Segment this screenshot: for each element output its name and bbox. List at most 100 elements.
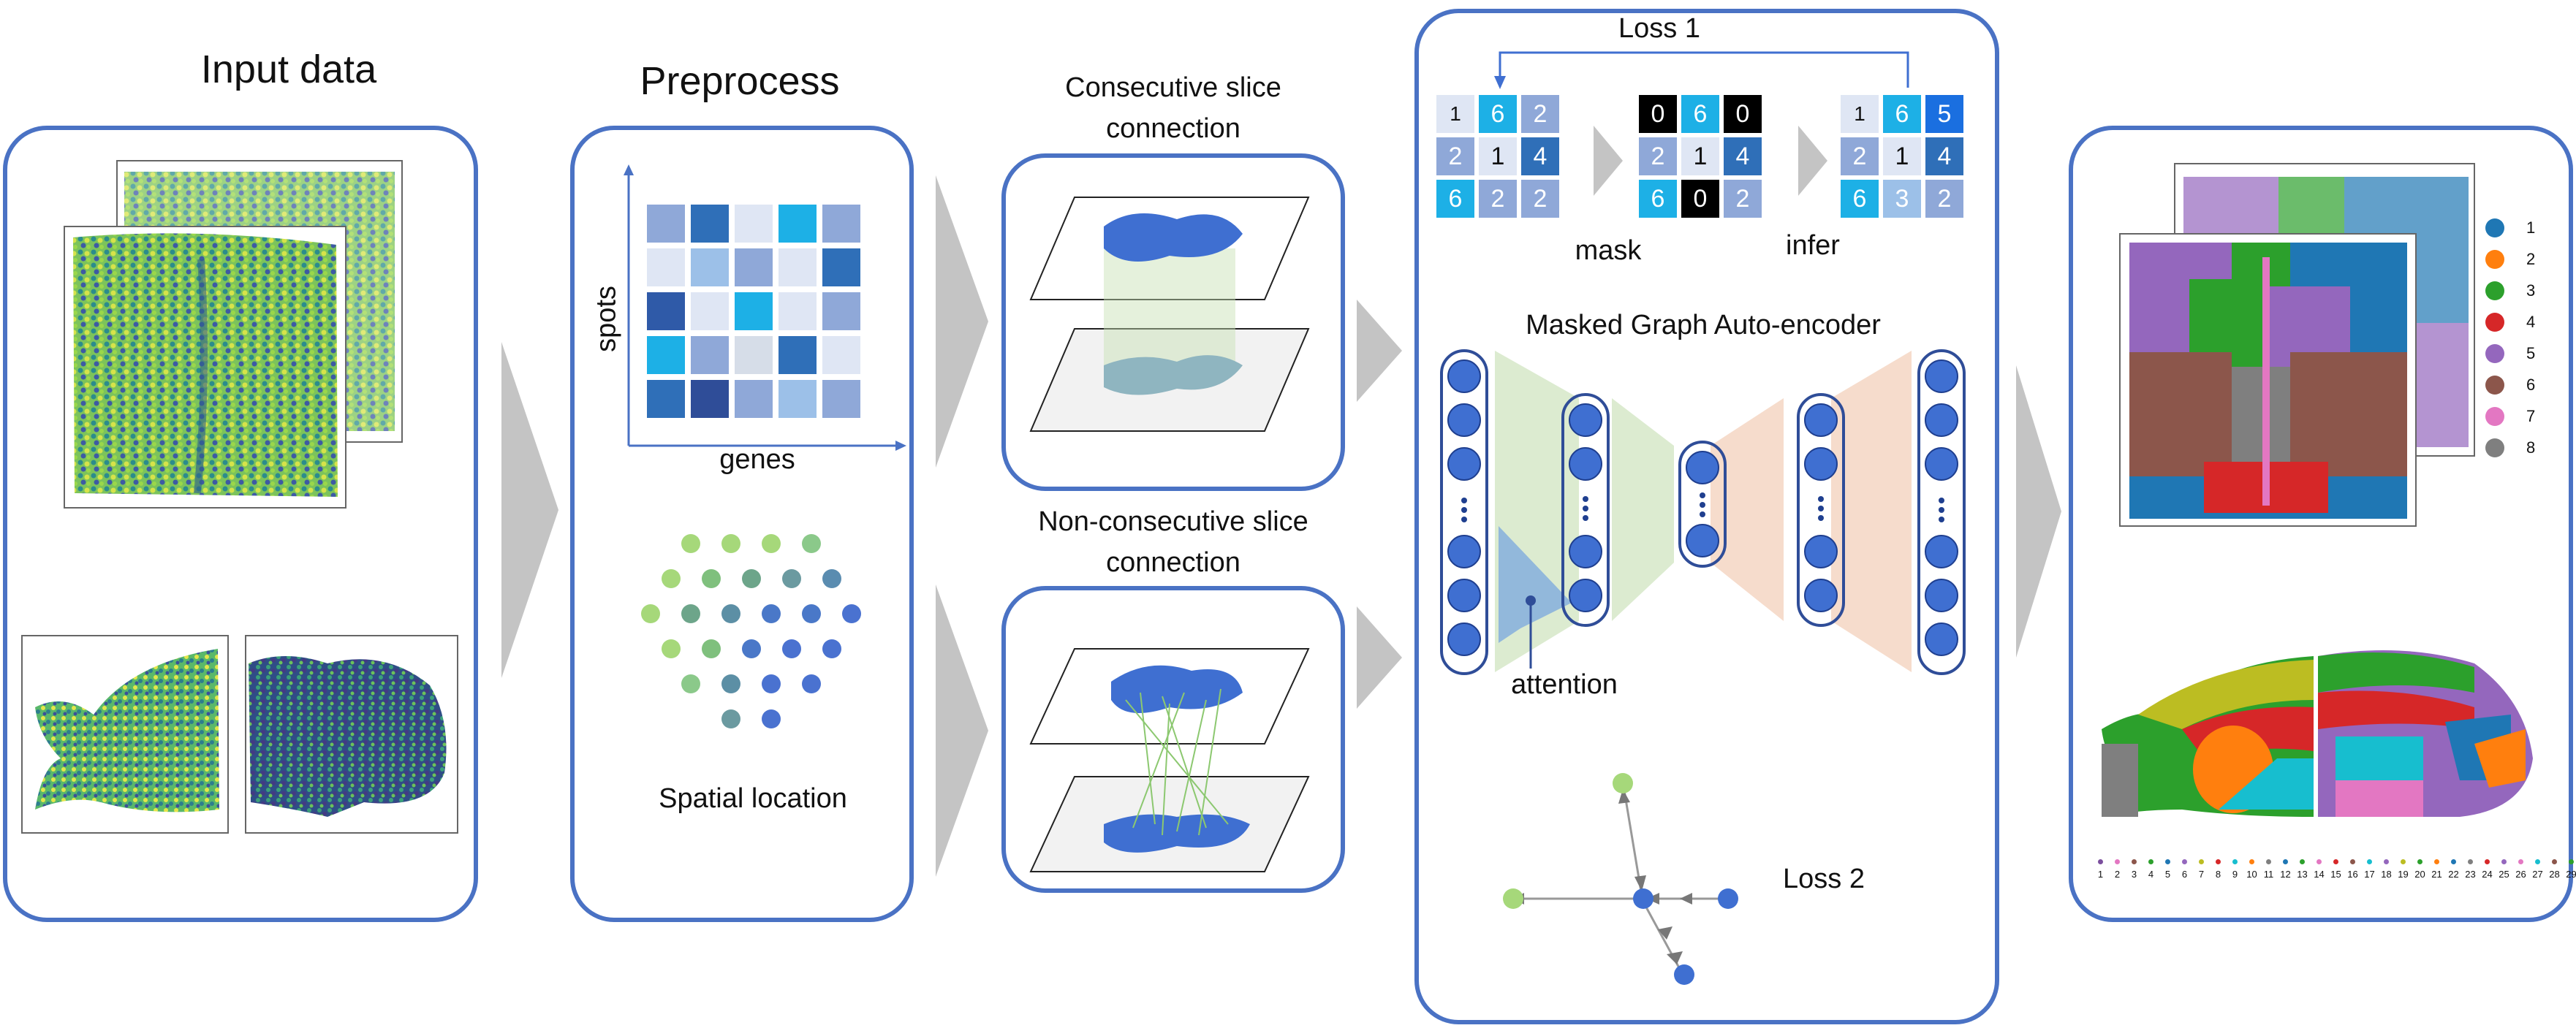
spots-axis-label: spots xyxy=(591,286,622,352)
tick-23: 23 xyxy=(2462,859,2479,880)
tick-3: 3 xyxy=(2126,859,2143,880)
matrix-cell: 2 xyxy=(1479,180,1517,218)
matrix-cell: 6 xyxy=(1841,180,1879,218)
mask-label: mask xyxy=(1575,235,1642,266)
matrix-cell: 1 xyxy=(1883,137,1921,175)
tick-18: 18 xyxy=(2378,859,2395,880)
tick-22: 22 xyxy=(2445,859,2462,880)
tick-12: 12 xyxy=(2277,859,2294,880)
mask-arrow xyxy=(1594,126,1623,196)
flow-arrow-4 xyxy=(2016,365,2061,658)
legend-item: 8 xyxy=(2485,432,2535,463)
matrix-cell: 2 xyxy=(1639,137,1677,175)
matrix-cell: 2 xyxy=(1521,180,1559,218)
output-sagittal-clusters xyxy=(2102,649,2533,821)
consecutive-slices xyxy=(1029,197,1310,432)
legend-item: 2 xyxy=(2485,243,2535,275)
legend-item: 3 xyxy=(2485,275,2535,306)
consecutive-heading: Consecutive slice connection xyxy=(1065,72,1281,144)
matrix-cell: 6 xyxy=(1681,95,1719,133)
tick-7: 7 xyxy=(2193,859,2210,880)
legend-item: 6 xyxy=(2485,369,2535,400)
matrix-cell: 0 xyxy=(1639,95,1677,133)
tick-5: 5 xyxy=(2159,859,2176,880)
input-slice-stack xyxy=(64,160,403,509)
loss2-label: Loss 2 xyxy=(1783,864,1865,894)
matrix-cell: 2 xyxy=(1521,95,1559,133)
tick-28: 28 xyxy=(2546,859,2563,880)
genes-axis-label: genes xyxy=(719,444,795,475)
matrix-cell: 2 xyxy=(1436,137,1474,175)
spatial-location-lattice xyxy=(641,534,861,728)
tick-9: 9 xyxy=(2227,859,2243,880)
tick-4: 4 xyxy=(2143,859,2159,880)
cluster-legend: 1 2 3 4 5 6 7 8 xyxy=(2485,212,2535,463)
tick-8: 8 xyxy=(2210,859,2227,880)
flow-arrow-3b xyxy=(1357,606,1402,709)
inferred-matrix: 1 6 5 2 1 4 6 3 2 xyxy=(1841,95,1963,218)
tick-14: 14 xyxy=(2311,859,2327,880)
original-matrix: 1 6 2 2 1 4 6 2 2 xyxy=(1436,95,1559,218)
tick-13: 13 xyxy=(2294,859,2311,880)
tick-6: 6 xyxy=(2176,859,2193,880)
gene-spot-matrix xyxy=(624,164,906,451)
matrix-cell: 1 xyxy=(1681,137,1719,175)
tick-27: 27 xyxy=(2529,859,2546,880)
tick-15: 15 xyxy=(2327,859,2344,880)
tick-10: 10 xyxy=(2243,859,2260,880)
tick-19: 19 xyxy=(2395,859,2412,880)
matrix-cell: 4 xyxy=(1521,137,1559,175)
matrix-cell: 6 xyxy=(1639,180,1677,218)
flow-arrow-2b xyxy=(936,585,988,877)
flow-arrow-2a xyxy=(936,175,988,468)
legend-item: 4 xyxy=(2485,306,2535,338)
cluster-tick-row: 1 2 3 4 5 6 7 8 9 10 11 12 13 14 15 16 1… xyxy=(2092,859,2576,880)
tick-16: 16 xyxy=(2344,859,2361,880)
matrix-cell: 6 xyxy=(1479,95,1517,133)
loss1-connector xyxy=(1494,51,1909,89)
matrix-cell: 0 xyxy=(1681,180,1719,218)
matrix-cell: 1 xyxy=(1479,137,1517,175)
tick-11: 11 xyxy=(2260,859,2277,880)
spatial-location-label: Spatial location xyxy=(659,783,847,814)
matrix-cell: 6 xyxy=(1883,95,1921,133)
matrix-cell: 4 xyxy=(1724,137,1762,175)
matrix-cell: 2 xyxy=(1724,180,1762,218)
tick-2: 2 xyxy=(2109,859,2126,880)
tick-21: 21 xyxy=(2428,859,2445,880)
infer-arrow xyxy=(1798,126,1827,196)
autoencoder-network xyxy=(1440,349,1966,675)
infer-label: infer xyxy=(1786,230,1840,261)
tick-20: 20 xyxy=(2412,859,2428,880)
tick-1: 1 xyxy=(2092,859,2109,880)
tick-25: 25 xyxy=(2496,859,2512,880)
matrix-cell: 2 xyxy=(1841,137,1879,175)
matrix-cell: 4 xyxy=(1925,137,1963,175)
tick-29: 29 xyxy=(2563,859,2576,880)
nonconsecutive-slices xyxy=(1029,648,1310,872)
matrix-cell: 2 xyxy=(1925,180,1963,218)
legend-item: 1 xyxy=(2485,212,2535,243)
matrix-cell: 1 xyxy=(1436,95,1474,133)
masked-matrix: 0 6 0 2 1 4 6 0 2 xyxy=(1639,95,1762,218)
legend-item: 7 xyxy=(2485,400,2535,432)
input-data-heading: Input data xyxy=(200,47,377,91)
autoencoder-heading: Masked Graph Auto-encoder xyxy=(1526,310,1881,340)
input-sagittal-slices xyxy=(21,635,458,834)
matrix-cell: 0 xyxy=(1724,95,1762,133)
legend-item: 5 xyxy=(2485,338,2535,369)
output-slice-stack xyxy=(2119,163,2475,527)
tick-24: 24 xyxy=(2479,859,2496,880)
flow-arrow-3a xyxy=(1357,300,1402,402)
flow-arrow-1 xyxy=(501,342,558,678)
matrix-cell: 6 xyxy=(1436,180,1474,218)
loss2-graph xyxy=(1503,773,1738,985)
loss1-label: Loss 1 xyxy=(1618,13,1700,44)
nonconsecutive-heading: Non-consecutive slice connection xyxy=(1038,506,1308,578)
tick-26: 26 xyxy=(2512,859,2529,880)
tick-17: 17 xyxy=(2361,859,2378,880)
preprocess-heading: Preprocess xyxy=(640,59,840,103)
matrix-cell: 3 xyxy=(1883,180,1921,218)
matrix-cell: 5 xyxy=(1925,95,1963,133)
matrix-cell: 1 xyxy=(1841,95,1879,133)
